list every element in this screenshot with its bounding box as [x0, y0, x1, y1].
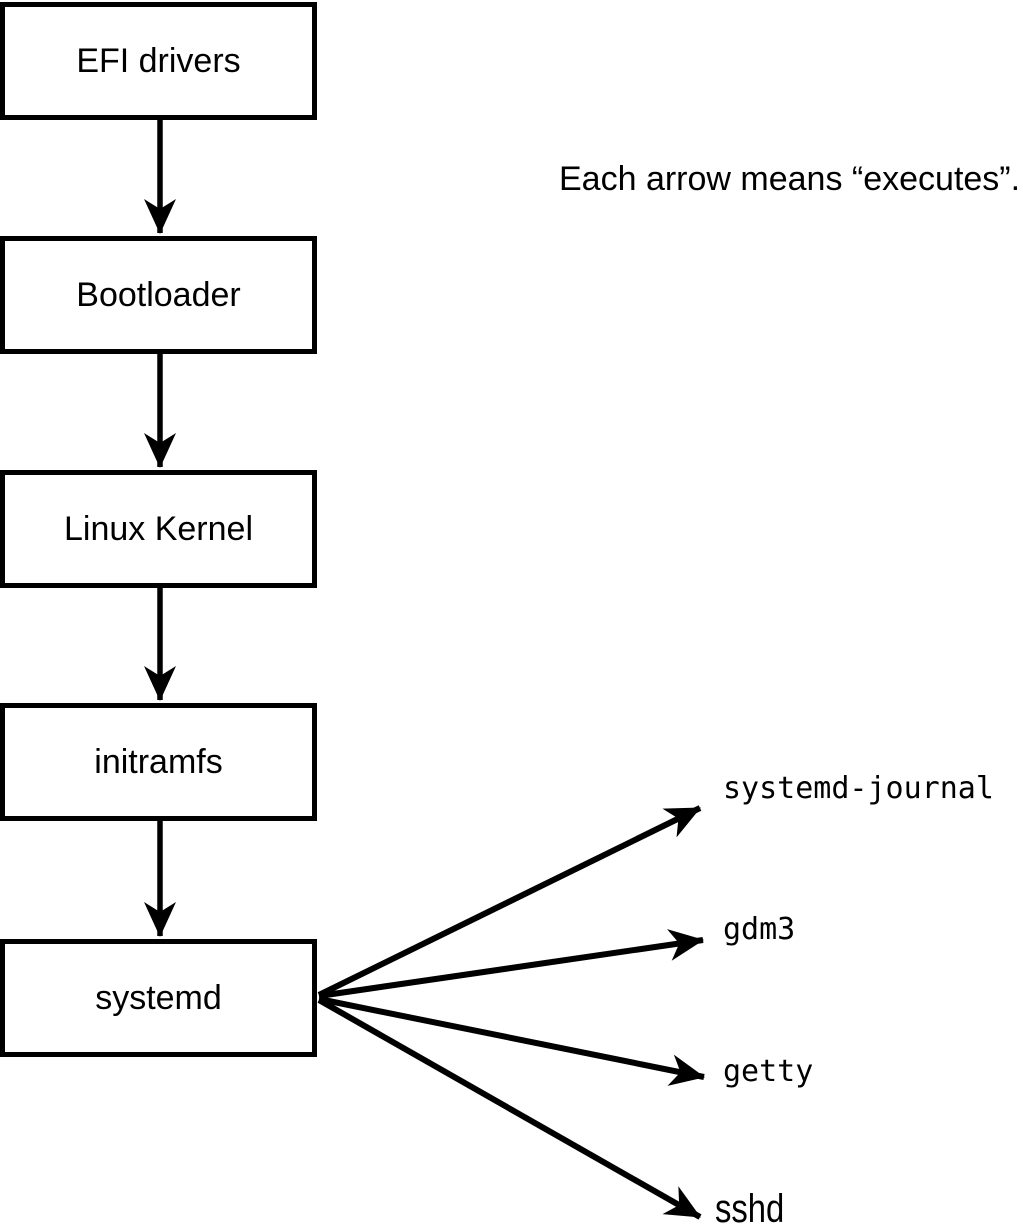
node-bootloader: Bootloader: [0, 236, 317, 354]
legend-note: Each arrow means “executes”.: [559, 160, 1021, 198]
arrow-systemd-to-getty: [318, 996, 705, 1086]
node-bootloader-label: Bootloader: [76, 276, 241, 314]
arrow-systemd-to-sshd: [317, 997, 702, 1220]
arrow-systemd-to-journal: [317, 805, 702, 998]
label-gdm3: gdm3: [723, 912, 796, 947]
node-systemd-label: systemd: [95, 979, 222, 1017]
arrow-systemd-to-gdm3: [318, 929, 704, 999]
node-efi-drivers: EFI drivers: [0, 2, 317, 120]
node-efi-drivers-label: EFI drivers: [76, 42, 241, 80]
node-systemd: systemd: [0, 939, 317, 1057]
label-systemd-journal: systemd-journal: [723, 771, 994, 806]
node-initramfs: initramfs: [0, 703, 317, 821]
label-getty: getty: [723, 1054, 814, 1089]
node-linux-kernel: Linux Kernel: [0, 470, 317, 588]
node-linux-kernel-label: Linux Kernel: [63, 510, 253, 548]
label-sshd: sshd: [715, 1187, 785, 1230]
node-initramfs-label: initramfs: [94, 743, 223, 781]
